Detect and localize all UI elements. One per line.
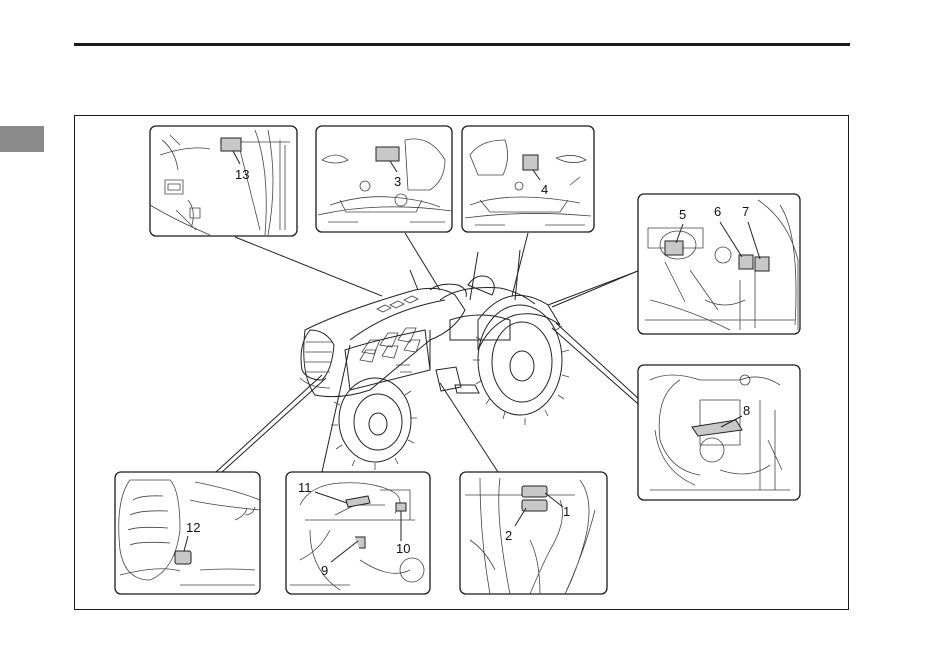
callout-3: 3 bbox=[394, 174, 401, 189]
callout-1: 1 bbox=[563, 504, 570, 519]
label-9-10-11-detail: 11 10 9 bbox=[286, 472, 430, 594]
decal-10 bbox=[396, 503, 406, 511]
callout-13: 13 bbox=[235, 167, 249, 182]
label-4-detail: 4 bbox=[462, 126, 594, 232]
decal-13 bbox=[221, 138, 241, 151]
callout-9: 9 bbox=[321, 563, 328, 578]
callout-12: 12 bbox=[186, 520, 200, 535]
decal-6 bbox=[739, 255, 753, 269]
label-12-detail: 12 bbox=[115, 472, 260, 594]
decal-1 bbox=[522, 486, 547, 497]
decal-12 bbox=[175, 551, 191, 564]
label-8-detail: 8 bbox=[638, 365, 800, 500]
callout-2: 2 bbox=[505, 528, 512, 543]
callout-10: 10 bbox=[396, 541, 410, 556]
callout-8: 8 bbox=[743, 403, 750, 418]
callout-4: 4 bbox=[541, 182, 548, 197]
label-5-6-7-detail: 5 6 7 bbox=[638, 194, 800, 334]
tractor-illustration bbox=[300, 250, 569, 470]
callout-6: 6 bbox=[714, 204, 721, 219]
callout-7: 7 bbox=[742, 204, 749, 219]
decal-7 bbox=[755, 257, 769, 271]
label-1-2-detail: 1 2 bbox=[460, 472, 607, 594]
label-13-detail: 13 bbox=[150, 126, 297, 236]
decal-3 bbox=[376, 147, 399, 161]
label-3-detail: 3 bbox=[316, 126, 452, 232]
decal-4 bbox=[523, 155, 538, 170]
callout-5: 5 bbox=[679, 207, 686, 222]
decal-5 bbox=[665, 241, 683, 255]
callout-11: 11 bbox=[298, 480, 312, 495]
